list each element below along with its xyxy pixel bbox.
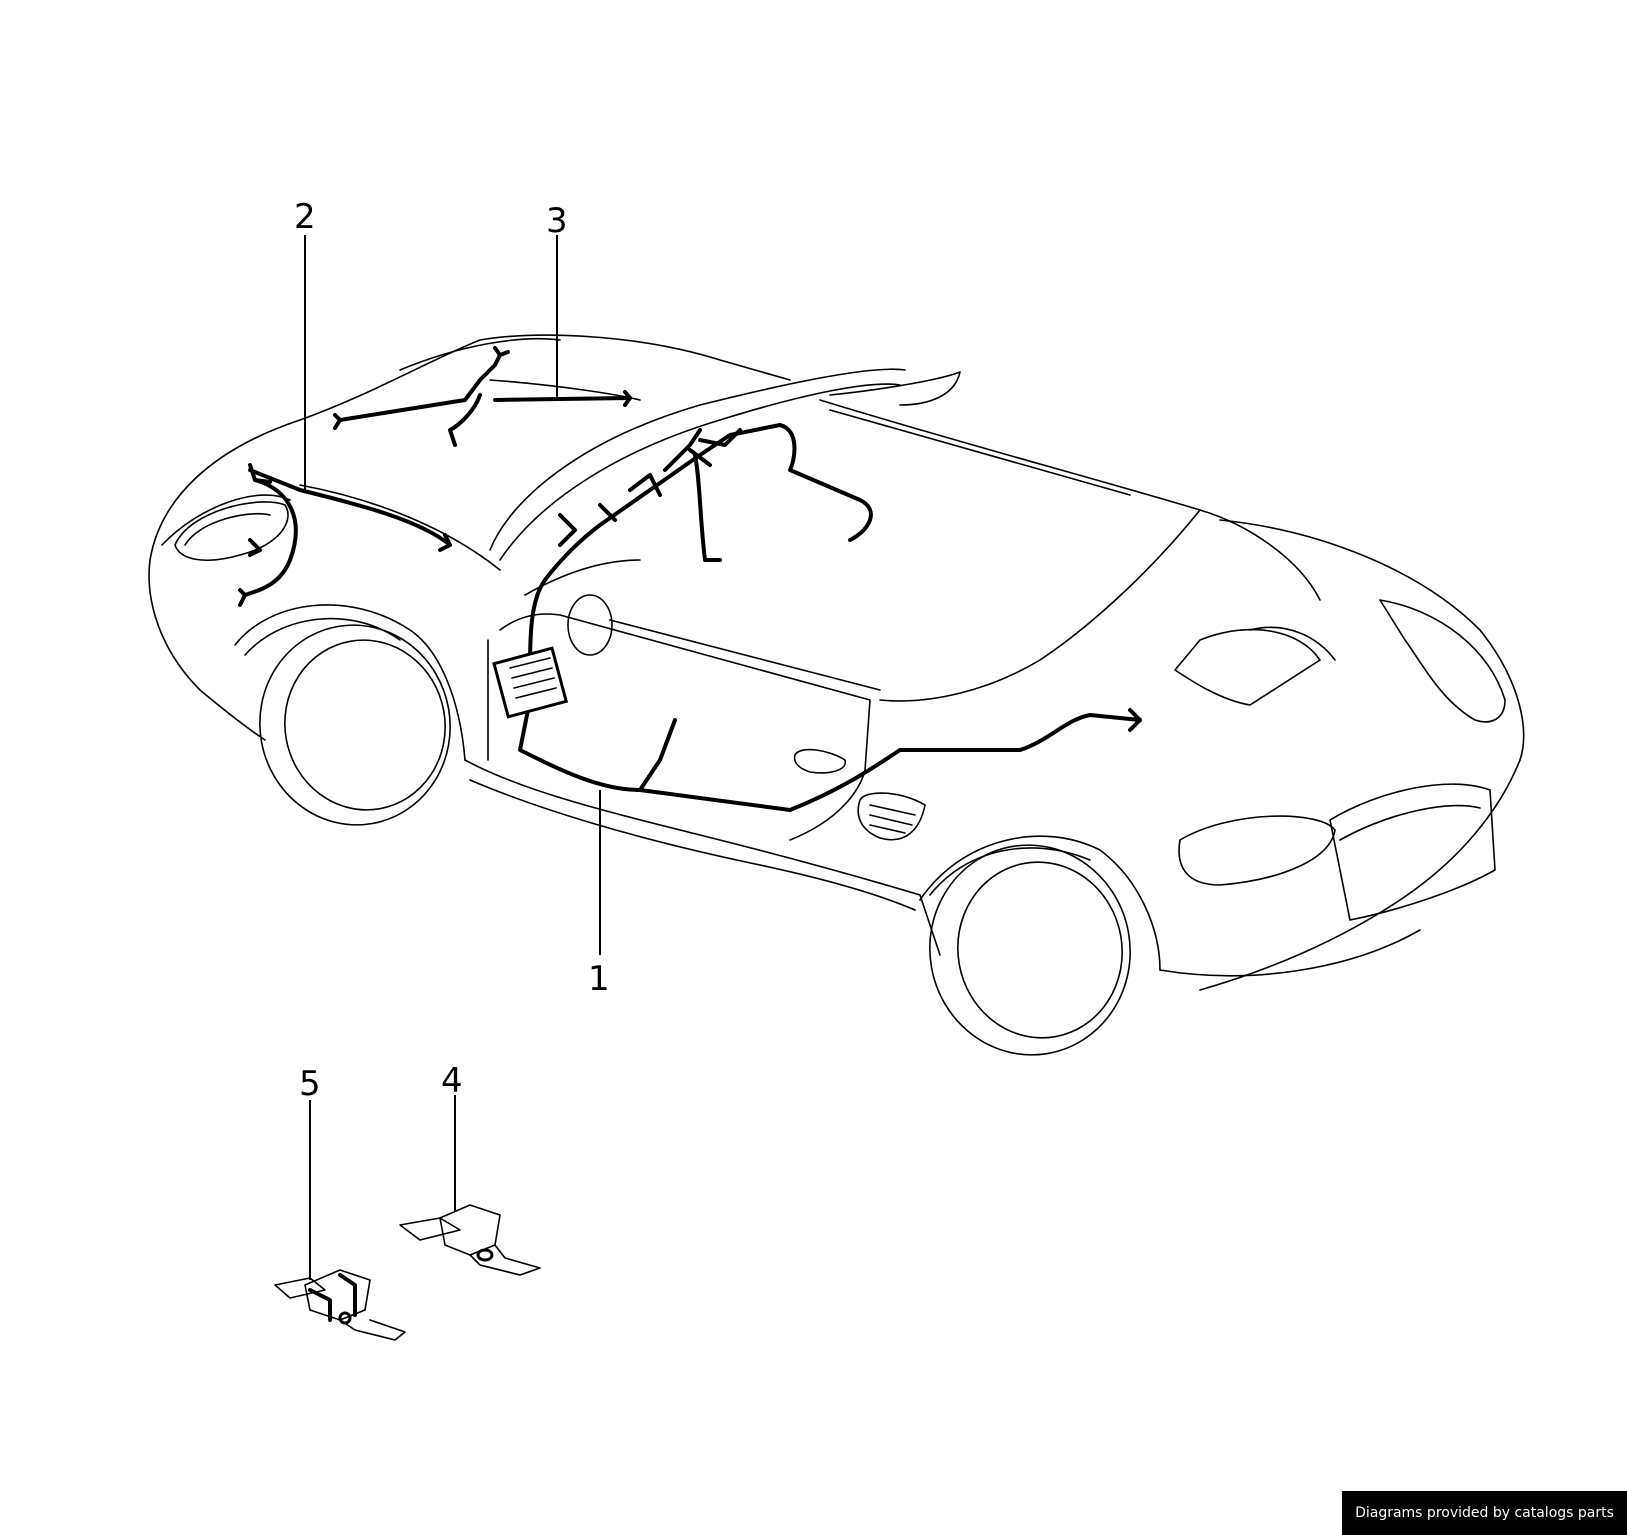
callout-1: 1 [588,959,610,999]
car-body [148,334,1525,1056]
rear-harness [238,463,452,607]
part-4-connector [399,1204,541,1276]
part-5-connector [274,1269,406,1341]
callout-5: 5 [299,1064,321,1104]
leader-lines [304,235,601,1280]
callout-3: 3 [546,201,568,241]
main-harness [492,423,1142,812]
credit-banner: Diagrams provided by catalogs parts [1342,1491,1627,1535]
top-harness [333,346,632,447]
callout-2: 2 [294,197,316,237]
callout-4: 4 [441,1061,463,1101]
